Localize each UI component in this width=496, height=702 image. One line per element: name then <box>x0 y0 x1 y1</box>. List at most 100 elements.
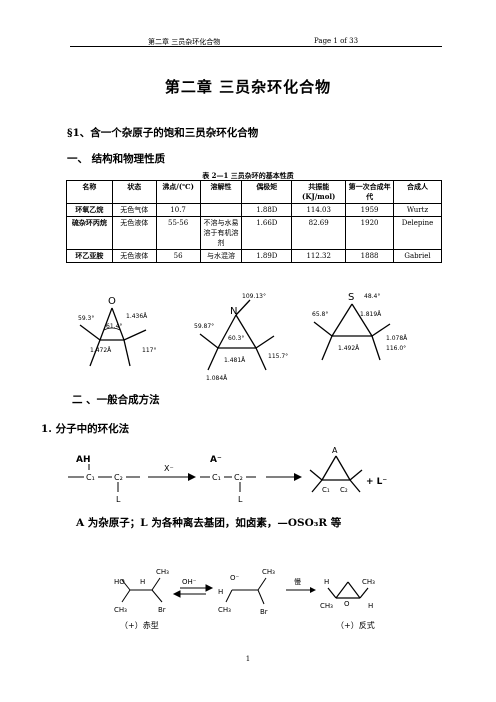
atom-label: L <box>238 495 243 504</box>
atom-label: Br <box>260 608 268 616</box>
table-header-cell: 沸点/(℃) <box>155 180 201 204</box>
epoxide-product-ring <box>327 581 369 599</box>
subsection-heading-structure: 一、 结构和物理性质 <box>67 153 166 165</box>
table-cell: 1.89D <box>241 249 293 263</box>
table-cell: 1.88D <box>241 203 293 217</box>
table-cell: 硫杂环丙烷 <box>66 216 113 250</box>
atom-label: HO <box>114 578 125 586</box>
atom-label: CH₃ <box>114 606 127 614</box>
table-cell: 环乙亚胺 <box>66 249 113 263</box>
header-page: Page 1 of 33 <box>314 37 359 45</box>
atom-label: CH₃ <box>218 606 231 614</box>
table-header-cell: 溶解性 <box>199 180 243 204</box>
table-header-cell: 名称 <box>66 180 113 204</box>
angle-label: 117° <box>142 347 156 354</box>
alkoxide-bonds <box>225 577 267 605</box>
halohydrin-bonds <box>121 577 163 603</box>
table-cell: Delepine <box>393 216 442 250</box>
header-chapter: 第二章 三员杂环化合物 <box>148 38 221 46</box>
atom-label: CH₃ <box>320 602 333 610</box>
table-header-cell: 合成人 <box>393 180 442 204</box>
reaction-arrow <box>286 587 316 593</box>
table-header-cell: 状态 <box>111 180 157 204</box>
atom-label: L <box>116 495 121 504</box>
angle-label: 59.3° <box>78 315 94 322</box>
epoxide-formation-scheme: HO CH₃ CH₃ Br H OH⁻ O⁻ CH₃ CH₃ Br H 慢 O … <box>114 568 375 630</box>
subsection-heading-cyclization: 1. 分子中的环化法 <box>41 423 130 435</box>
leaving-group-note: A 为杂原子；L 为各种离去基团，如卤素，—OSO₃R 等 <box>76 517 342 529</box>
angle-label: 48.4° <box>364 293 380 300</box>
cyclization-scheme: AH C₁ C₂ L X⁻ A⁻ C₁ C₂ L A C₁ C₂ + L⁻ <box>68 446 387 504</box>
stereo-label-right: （+）反式 <box>336 620 375 630</box>
atom-label: H <box>218 588 223 596</box>
properties-table: 名称 状态 沸点/(℃) 溶解性 偶极矩 共振能 (KJ/mol) 第一次合成年… <box>66 180 442 263</box>
atom-label: CH₃ <box>362 578 375 586</box>
table-row: 环氧乙烷 无色气体 10.7 1.88D 114.03 1959 Wurtz <box>66 203 442 217</box>
angle-label: 61.4° <box>106 323 122 330</box>
atom-label: A⁻ <box>210 455 222 465</box>
table-cell: 无色液体 <box>111 216 157 250</box>
equilibrium-arrow <box>172 584 214 598</box>
bond-label: 1.819Å <box>360 311 382 318</box>
atom-label: A <box>332 446 338 455</box>
table-cell: 无色液体 <box>111 249 157 263</box>
table-cell: 1888 <box>345 249 395 263</box>
page-number: 1 <box>245 655 251 663</box>
table-caption: 表 2—1 三员杂环的基本性质 <box>202 171 294 180</box>
table-cell: 环氧乙烷 <box>66 203 113 217</box>
bond-label: 1.492Å <box>338 345 360 352</box>
reactant-bonds <box>68 464 140 492</box>
table-cell: Gabriel <box>393 249 442 263</box>
bond-label: 1.472Å <box>90 347 112 354</box>
atom-label: C₁ <box>212 473 221 482</box>
table-cell: Wurtz <box>393 203 442 217</box>
section-heading: §1、含一个杂原子的饱和三员杂环化合物 <box>67 127 259 139</box>
page-header: 第二章 三员杂环化合物 Page 1 of 33 <box>70 0 442 47</box>
rate-label: 慢 <box>294 577 301 586</box>
atom-label: H <box>140 578 145 586</box>
atom-label: S <box>348 292 354 303</box>
table-row: 硫杂环丙烷 无色液体 55-56 不溶与水易溶于有机溶剂 1.66D 82.69… <box>66 216 442 250</box>
atom-label: C₂ <box>340 486 348 494</box>
angle-label: 109.13° <box>242 293 266 300</box>
atom-label: O <box>344 600 350 608</box>
table-cell: 112.32 <box>291 249 347 263</box>
atom-label: CH₃ <box>156 568 169 576</box>
table-header-cell: 偶极矩 <box>241 180 293 204</box>
ring-geometry-figure: O 59.3° 61.4° 1.436Å 1.472Å 117° N 109.1… <box>78 292 408 382</box>
table-cell: 10.7 <box>155 203 201 217</box>
page-title: 第二章 三员杂环化合物 <box>164 78 332 96</box>
atom-label: H <box>368 602 373 610</box>
product-ring <box>309 455 363 493</box>
thiirane-structure <box>313 303 391 361</box>
table-row: 环乙亚胺 无色液体 56 与水混溶 1.89D 112.32 1888 Gabr… <box>66 249 442 263</box>
atom-label: C₂ <box>234 473 243 482</box>
reagent-label: X⁻ <box>164 464 174 473</box>
table-cell: 56 <box>155 249 201 263</box>
angle-label: 59.87° <box>194 323 214 330</box>
aziridine-structure <box>199 299 275 371</box>
reaction-arrow <box>266 473 302 481</box>
atom-label: Br <box>158 606 166 614</box>
table-cell: 1.66D <box>241 216 293 250</box>
bond-label: 1.078Å <box>386 335 408 342</box>
angle-label: 65.8° <box>312 311 328 318</box>
atom-label: H <box>324 578 329 586</box>
intermediate-bonds <box>200 476 256 492</box>
reagent-label: OH⁻ <box>182 578 197 586</box>
atom-label: O <box>108 296 116 307</box>
stereo-label-left: （+）赤型 <box>120 621 159 630</box>
angle-label: 116.0° <box>386 345 406 352</box>
angle-label: 115.7° <box>268 353 288 360</box>
atom-label: C₁ <box>322 486 330 494</box>
atom-label: C₁ <box>86 473 95 482</box>
table-cell: 82.69 <box>291 216 347 250</box>
reaction-arrow <box>148 473 196 481</box>
bond-label: 1.084Å <box>206 375 228 382</box>
atom-label: C₂ <box>114 473 123 482</box>
bond-label: 1.481Å <box>224 357 246 364</box>
epoxide-structure <box>79 307 147 367</box>
subsection-heading-synthesis: 二 、一般合成方法 <box>72 394 160 406</box>
table-cell: 55-56 <box>155 216 201 250</box>
atom-label: N <box>230 306 237 317</box>
